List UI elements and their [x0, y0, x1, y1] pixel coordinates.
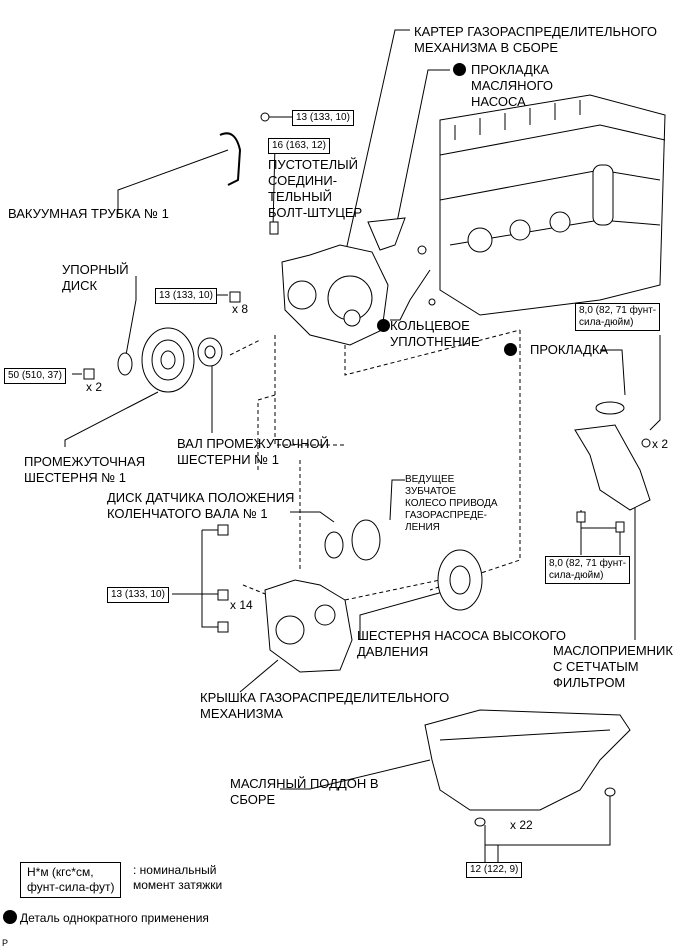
legend-nonreusable-text: Деталь однократного применения [20, 911, 209, 925]
label-timing-chain-case: КАРТЕР ГАЗОРАСПРЕДЕЛИТЕЛЬНОГО МЕХАНИЗМА … [414, 24, 657, 55]
label-thrust-washer: УПОРНЫЙ ДИСК [62, 262, 129, 293]
label-idle-gear-shaft: ВАЛ ПРОМЕЖУТОЧНОЙ ШЕСТЕРНИ № 1 [177, 436, 329, 467]
bolt-count: x 14 [230, 598, 253, 612]
legend-nonreusable-marker [3, 910, 17, 924]
torque-box: 13 (133, 10) [155, 288, 217, 304]
label-hp-pump-gear: ШЕСТЕРНЯ НАСОСА ВЫСОКОГО ДАВЛЕНИЯ [357, 628, 566, 659]
bolt-count: x 8 [232, 302, 249, 316]
torque-box: 50 (510, 37) [4, 368, 66, 384]
bolt-count: x 2 [652, 437, 669, 451]
torque-box: 8,0 (82, 71 фунт- сила-дюйм) [545, 556, 631, 584]
nonreusable-marker [453, 63, 466, 76]
figure-code: P [2, 938, 9, 948]
label-union-bolt: ПУСТОТЕЛЫЙ СОЕДИНИ- ТЕЛЬНЫЙ БОЛТ-ШТУЦЕР [268, 157, 363, 220]
torque-box: 13 (133, 10) [292, 110, 354, 126]
bolt-count: x 2 [86, 380, 103, 394]
label-drive-sprocket: ВЕДУЩЕЕ ЗУБЧАТОЕ КОЛЕСО ПРИВОДА ГАЗОРАСП… [405, 474, 498, 533]
label-timing-cover: КРЫШКА ГАЗОРАСПРЕДЕЛИТЕЛЬНОГО МЕХАНИЗМА [200, 690, 450, 721]
nonreusable-marker [504, 343, 517, 356]
label-o-ring: КОЛЬЦЕВОЕ УПЛОТНЕНИЕ [390, 318, 480, 349]
label-gasket: ПРОКЛАДКА [530, 342, 609, 357]
torque-box: 12 (122, 9) [466, 862, 523, 878]
bolt-count: x 22 [510, 818, 533, 832]
torque-box: 13 (133, 10) [107, 587, 169, 603]
label-vacuum-tube: ВАКУУМНАЯ ТРУБКА № 1 [8, 206, 169, 221]
nonreusable-marker [377, 319, 390, 332]
torque-box: 16 (163, 12) [268, 138, 330, 154]
label-oil-strainer: МАСЛОПРИЕМНИК С СЕТЧАТЫМ ФИЛЬТРОМ [553, 643, 673, 690]
label-crank-sensor-plate: ДИСК ДАТЧИКА ПОЛОЖЕНИЯ КОЛЕНЧАТОГО ВАЛА … [107, 490, 295, 521]
label-oil-pump-gasket: ПРОКЛАДКА МАСЛЯНОГО НАСОСА [471, 62, 554, 109]
legend-unit-box: Н*м (кгс*см, фунт-сила-фут) [20, 862, 122, 898]
legend-unit-text: : номинальный момент затяжки [133, 863, 223, 892]
label-oil-pan: МАСЛЯНЫЙ ПОДДОН В СБОРЕ [230, 776, 379, 807]
label-idle-gear: ПРОМЕЖУТОЧНАЯ ШЕСТЕРНЯ № 1 [24, 454, 146, 485]
torque-box: 8,0 (82, 71 фунт- сила-дюйм) [575, 303, 661, 331]
